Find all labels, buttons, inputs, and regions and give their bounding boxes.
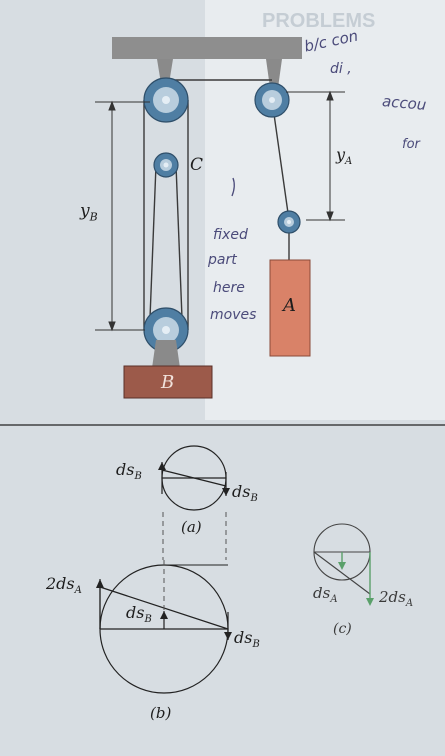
block-a xyxy=(269,259,311,357)
block-b xyxy=(123,365,213,399)
ceiling-support xyxy=(112,37,302,59)
pulley-b-bracket xyxy=(152,340,180,368)
handwritten-note-mid-3: here xyxy=(213,280,245,296)
fig-b-ds-right: dsB xyxy=(234,628,260,651)
handwritten-note-mid-1: fixed xyxy=(213,227,248,243)
dimension-yb xyxy=(95,100,150,332)
fig-c-ds-left: dsA xyxy=(313,584,338,605)
handwritten-note-right-2: di , xyxy=(330,61,352,77)
dimension-ya xyxy=(286,90,345,222)
label-a: A xyxy=(283,295,296,316)
figure-b xyxy=(96,560,232,694)
handwritten-arrow xyxy=(231,177,235,197)
highlight-zone xyxy=(205,0,445,420)
handwritten-note-mid-2: part xyxy=(208,252,237,268)
label-c: C xyxy=(190,155,204,175)
fig-b-ds-mid: dsB xyxy=(126,603,152,626)
fig-b-caption: (b) xyxy=(150,704,172,722)
fig-c-ds-right: 2dsA xyxy=(379,588,414,609)
fig-a-ds-left: dsB xyxy=(116,460,142,483)
label-yb: yB xyxy=(80,201,98,224)
fig-c-caption: (c) xyxy=(333,621,352,637)
figure-c xyxy=(313,523,374,606)
handwritten-note-right-4: for xyxy=(402,137,420,152)
label-b: B xyxy=(161,372,175,393)
fig-a-caption: (a) xyxy=(181,518,202,536)
background-heading: PROBLEMS xyxy=(262,10,376,32)
figure-a xyxy=(158,445,230,560)
fig-b-ds-left: 2dsA xyxy=(46,574,82,597)
handwritten-note-right-3: accou xyxy=(381,92,428,114)
fig-a-ds-right: dsB xyxy=(232,482,258,505)
handwritten-note-mid-4: moves xyxy=(210,307,257,323)
label-ya: yA xyxy=(336,145,353,168)
